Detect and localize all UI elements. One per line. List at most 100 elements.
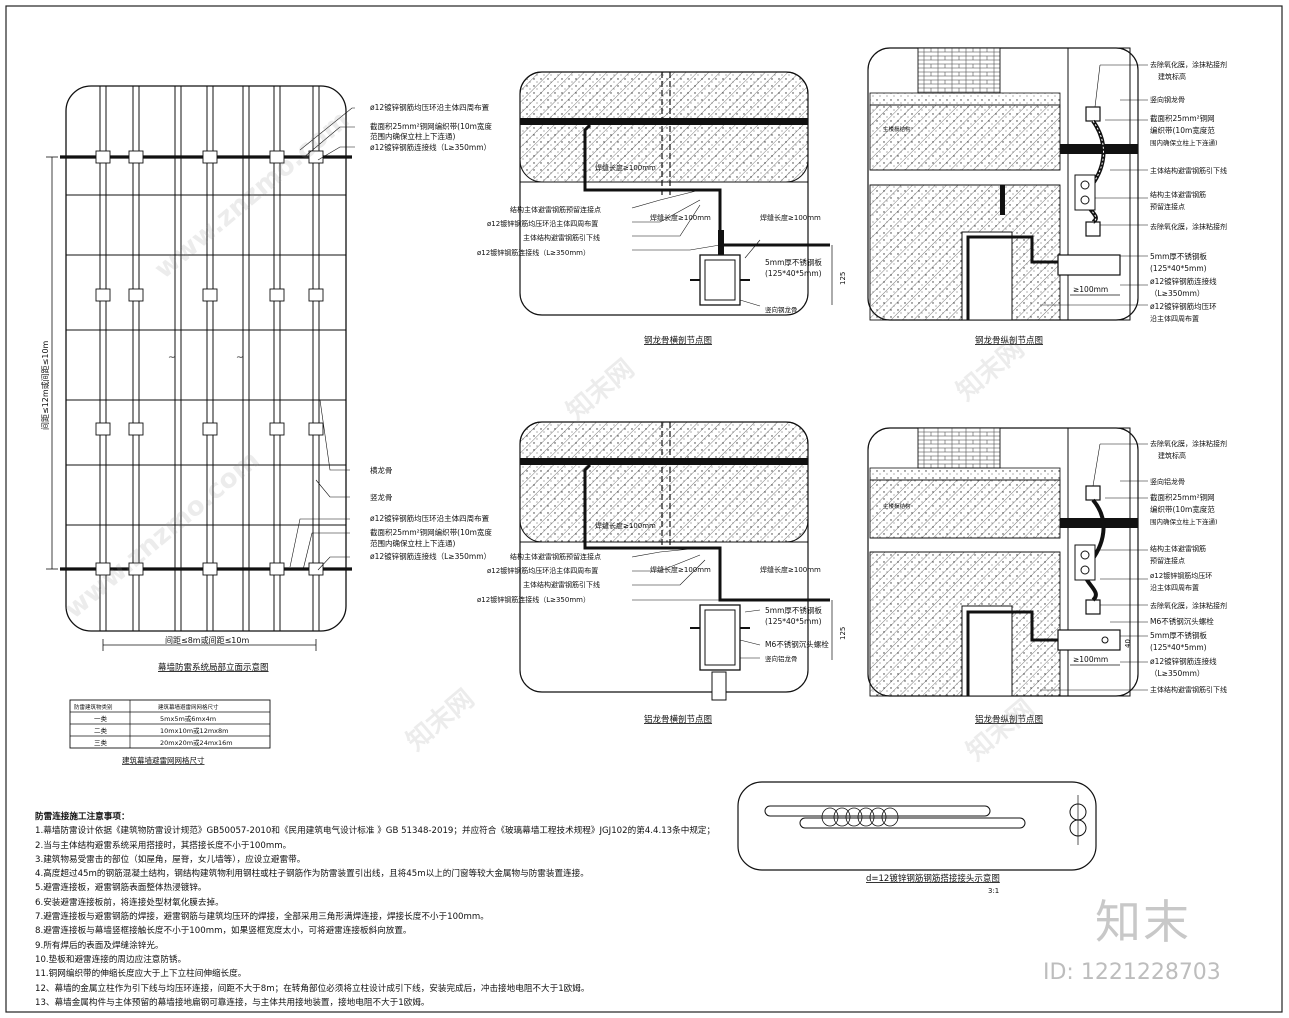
steel-long-label-3: 竖向钢龙骨 <box>1150 95 1185 104</box>
alu-long-diagram: ≥100mm 40 主楼板结构 去除氧化膜，涂抹粘接剂 建筑标高 竖向铝龙骨 截… <box>867 427 1227 725</box>
steel-section-weld2: 焊缝长度≥100mm <box>650 213 711 222</box>
elevation-dim-horizontal: 间距≤8m或间距≤10m <box>165 635 249 645</box>
steel-section-weld: 焊缝长度≥100mm <box>595 163 656 172</box>
elevation-callout-2: 截面积25mm²铜网编织带(10m宽度 <box>370 121 492 131</box>
alu-section-right-2: (125*40*5mm) <box>765 617 822 626</box>
table-title: 建筑幕墙避雷网网格尺寸 <box>122 755 205 765</box>
alu-long-label-2: 建筑标高 <box>1158 451 1186 460</box>
alu-long-label-15: ø12镀锌钢筋连接线 <box>1150 656 1217 666</box>
steel-section-left-4: ø12镀锌钢筋连接线（L≥350mm） <box>477 248 590 257</box>
alu-long-label-3: 竖向铝龙骨 <box>1150 477 1185 486</box>
weld-title: d=12镀锌钢筋钢筋搭接接头示意图 <box>866 873 1000 884</box>
alu-section-right-1: 5mm厚不锈钢板 <box>765 605 822 615</box>
steel-section-right-2: (125*40*5mm) <box>765 269 822 278</box>
alu-section-right-3: M6不锈钢沉头螺栓 <box>765 639 829 649</box>
elevation-callout-3: 范围内确保立柱上下连通) <box>370 131 455 141</box>
table-row2-class: 二类 <box>94 726 108 735</box>
svg-text:~: ~ <box>168 353 176 363</box>
steel-long-label-5: 编织带(10m宽度范 <box>1150 125 1215 135</box>
alu-long-label-14: (125*40*5mm) <box>1150 643 1207 652</box>
weld-scale: 3:1 <box>988 887 999 895</box>
elevation-callout-4: ø12镀锌钢筋连接线（L≥350mm） <box>370 142 491 152</box>
sheet-border <box>5 5 1283 1013</box>
steel-long-label-1: 去除氧化膜，涂抹粘接剂 <box>1150 60 1227 69</box>
alu-section-title: 铝龙骨横剖节点图 <box>644 714 712 725</box>
steel-section-title: 钢龙骨横剖节点图 <box>644 335 712 346</box>
alu-section-left-2: ø12镀锌钢筋均压环沿主体四周布置 <box>487 566 598 575</box>
elevation-callout-low-2: 竖龙骨 <box>370 492 393 502</box>
steel-section-diagram: 125 焊缝长度≥100mm 焊缝长度≥100mm 焊缝长度≥100mm 结构主… <box>477 71 847 346</box>
note-9: 9.所有焊后的表面及焊缝涂锌光。 <box>35 940 164 951</box>
alu-long-floor: 主楼板结构 <box>883 502 911 510</box>
note-13: 13、幕墙金属构件与主体预留的幕墙接地扁钢可靠连接，与主体共用接地装置，接地电阻… <box>35 997 430 1008</box>
alu-section-diagram: 125 焊缝长度≥100mm 焊缝长度≥100mm 焊缝长度≥100mm 结构主… <box>477 421 847 725</box>
alu-long-label-10: 沿主体四周布置 <box>1150 583 1199 592</box>
alu-long-title: 铝龙骨纵剖节点图 <box>975 714 1043 725</box>
alu-section-left-1: 结构主体避雷钢筋预留连接点 <box>510 552 601 561</box>
table-row1-size: 5mx5m或6mx4m <box>160 714 216 723</box>
note-7: 7.避雷连接板与避雷钢筋的焊接，避雷钢筋与建筑均压环的焊接，全部采用三角形满焊连… <box>35 912 489 923</box>
alu-long-label-12: M6不锈钢沉头螺栓 <box>1150 616 1214 626</box>
table-header-class: 防雷建筑物类别 <box>74 703 113 711</box>
brand-logo: 知末 <box>1095 895 1191 949</box>
table-row1-class: 一类 <box>94 714 108 723</box>
steel-long-label-4: 截面积25mm²铜网 <box>1150 113 1215 123</box>
alu-long-label-9: ø12镀锌钢筋均压环 <box>1150 571 1212 580</box>
alu-long-label-6: 围内确保立柱上下连通) <box>1150 517 1218 526</box>
note-4: 4.高度超过45m的钢筋混凝土结构，钢结构建筑物利用钢柱或柱子钢筋作为防雷装置引… <box>35 869 589 880</box>
note-6: 6.安装避雷连接板前，将连接处型材氧化膜去掉。 <box>35 897 224 908</box>
elevation-callout-low-3: ø12镀锌钢筋均压环沿主体四周布置 <box>370 513 490 523</box>
note-12: 12、幕墙的金属立柱作为引下线与均压环连接，间距不大于8m；在转角部位必须将立柱… <box>35 983 590 994</box>
elevation-diagram: ~ ~ 间距≤12m或间距≤10m 间距≤8m或间距≤10m ø12镀锌钢筋均压环… <box>40 85 492 673</box>
steel-long-floor: 主楼板结构 <box>883 125 911 133</box>
steel-long-label-6: 围内确保立柱上下连通) <box>1150 138 1218 147</box>
steel-section-weld3: 焊缝长度≥100mm <box>760 213 821 222</box>
steel-long-label-13: ø12镀锌钢筋连接线 <box>1150 276 1217 286</box>
steel-section-left-1: 结构主体避雷钢筋预留连接点 <box>510 205 601 214</box>
alu-section-right-4: 竖向铝龙骨 <box>765 654 798 663</box>
steel-long-label-14: （L≥350mm） <box>1150 289 1204 298</box>
alu-long-label-8: 预留连接点 <box>1150 556 1185 565</box>
note-10: 10.垫板和避雷连接的周边应注意防锈。 <box>35 954 187 965</box>
weld-detail-diagram: d=12镀锌钢筋钢筋搭接接头示意图 3:1 <box>737 781 1097 895</box>
elevation-callout-low-6: ø12镀锌钢筋连接线（L≥350mm） <box>370 551 491 561</box>
elevation-callout-low-5: 范围内确保立柱上下连通) <box>370 538 455 548</box>
table-row3-size: 20mx20m或24mx16m <box>160 738 233 747</box>
alu-section-dim: 125 <box>839 627 847 640</box>
alu-long-label-16: （L≥350mm） <box>1150 669 1204 678</box>
note-2: 2.当与主体结构避雷系统采用搭接时，其搭接长度不小于100mm。 <box>35 840 292 851</box>
steel-long-weld: ≥100mm <box>1073 285 1108 294</box>
alu-section-left-4: ø12镀锌钢筋连接线（L≥350mm） <box>477 595 590 604</box>
image-id: ID: 1221228703 <box>1043 960 1221 985</box>
steel-section-dim: 125 <box>839 272 847 285</box>
steel-long-label-10: 去除氧化膜，涂抹粘接剂 <box>1150 222 1227 231</box>
alu-long-label-13: 5mm厚不锈钢板 <box>1150 630 1207 640</box>
note-1: 1.幕墙防雷设计依据《建筑物防雷设计规范》GB50057-2010和《民用建筑电… <box>35 826 716 837</box>
table-row3-class: 三类 <box>94 738 108 747</box>
svg-text:~: ~ <box>236 353 244 363</box>
alu-section-weld3: 焊缝长度≥100mm <box>760 565 821 574</box>
alu-long-label-7: 结构主体避雷钢筋 <box>1150 544 1206 553</box>
alu-long-dim: 40 <box>1124 639 1132 648</box>
notes-heading: 防雷连接施工注意事项： <box>35 812 130 822</box>
note-3: 3.建筑物易受雷击的部位（如屋角，屋脊，女儿墙等），应设立避雷带。 <box>35 854 306 865</box>
steel-long-label-15: ø12镀锌钢筋均压环 <box>1150 301 1217 311</box>
alu-long-label-1: 去除氧化膜，涂抹粘接剂 <box>1150 439 1227 448</box>
table-row2-size: 10mx10m或12mx8m <box>160 726 228 735</box>
alu-section-weld: 焊缝长度≥100mm <box>595 521 656 530</box>
steel-section-left-3: 主体结构避雷钢筋引下线 <box>523 233 600 242</box>
construction-notes: 防雷连接施工注意事项： 1.幕墙防雷设计依据《建筑物防雷设计规范》GB50057… <box>35 810 795 1010</box>
steel-long-label-11: 5mm厚不锈钢板 <box>1150 251 1207 261</box>
elevation-callout-low-4: 截面积25mm²铜网编织带(10m宽度 <box>370 527 492 537</box>
alu-long-label-17: 主体结构避雷钢筋引下线 <box>1150 685 1227 694</box>
steel-long-label-12: (125*40*5mm) <box>1150 264 1207 273</box>
elevation-title: 幕墙防雷系统局部立面示意图 <box>158 662 269 673</box>
alu-section-weld2: 焊缝长度≥100mm <box>650 565 711 574</box>
steel-section-right-1: 5mm厚不锈钢板 <box>765 257 822 267</box>
steel-long-label-8: 结构主体避雷钢筋 <box>1150 190 1206 199</box>
elevation-dim-vertical: 间距≤12m或间距≤10m <box>40 340 50 430</box>
note-8: 8.避雷连接板与幕墙竖框接触长度不小于100mm，如果竖框宽度太小，可将避雷连接… <box>35 926 412 937</box>
alu-long-label-11: 去除氧化膜，涂抹粘接剂 <box>1150 601 1227 610</box>
steel-section-right-3: 竖向钢龙骨 <box>765 305 798 314</box>
